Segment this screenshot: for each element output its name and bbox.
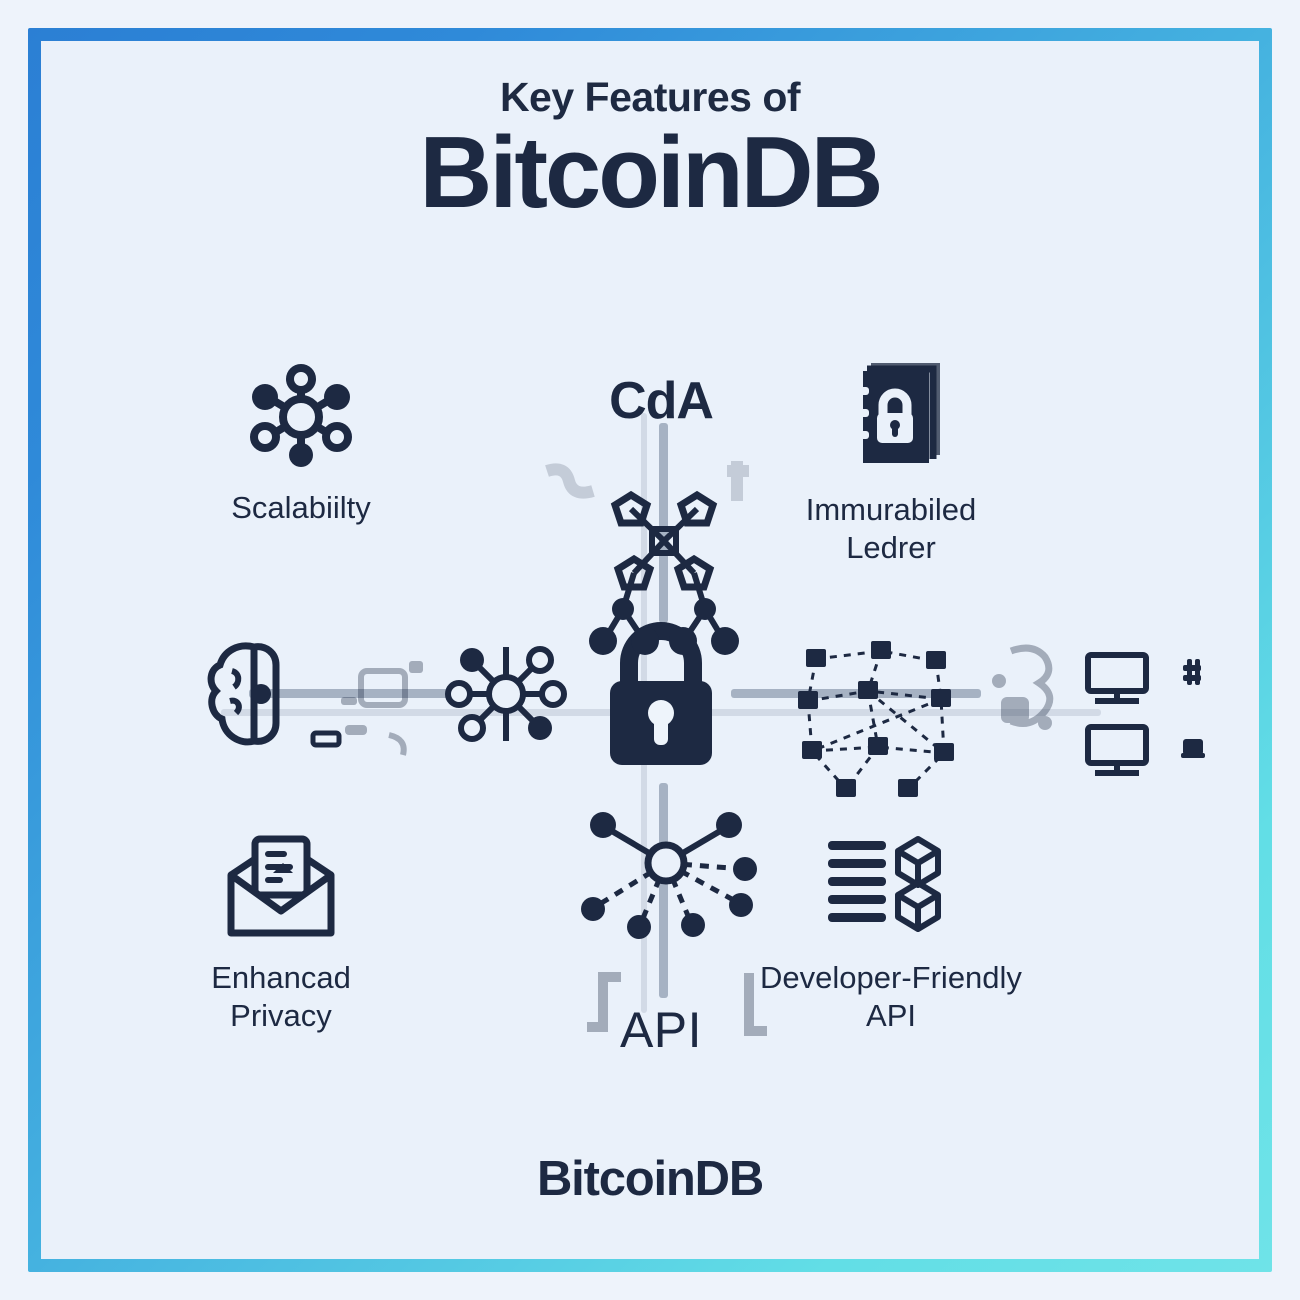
feature-immutable-ledger[interactable]: Immurabiled Ledrer bbox=[741, 363, 1041, 567]
ghost-chip-artifact bbox=[309, 725, 355, 756]
radial-node-burst-icon bbox=[571, 811, 761, 986]
poster-canvas: Key Features of BitcoinDB bbox=[41, 41, 1259, 1259]
feature-label: Developer-Friendly API bbox=[760, 960, 1022, 1033]
feature-label: Scalabiilty bbox=[231, 490, 371, 525]
ghost-squiggle-top-right bbox=[721, 455, 781, 520]
title-main: BitcoinDB bbox=[419, 117, 883, 229]
ghost-node-artifact-left bbox=[331, 653, 441, 768]
connector-horizontal-right bbox=[731, 689, 981, 698]
artifact-text-api: API bbox=[619, 1002, 703, 1058]
brain-outline-icon bbox=[206, 641, 292, 756]
connector-horizontal-ghost bbox=[221, 709, 1101, 716]
radial-node-network-icon bbox=[431, 619, 581, 774]
page-title: Key Features of BitcoinDB bbox=[41, 74, 1259, 229]
ghost-blob-artifact-right bbox=[971, 637, 1081, 792]
feature-label: Immurabiled Ledrer bbox=[805, 492, 977, 565]
title-eyebrow: Key Features of bbox=[499, 74, 801, 120]
monitor-icon bbox=[1083, 651, 1151, 712]
padlock-icon bbox=[596, 611, 726, 786]
code-lines-cubes-icon bbox=[741, 831, 1041, 943]
connector-vertical-ghost bbox=[641, 413, 647, 1013]
small-node-artifact-far-right bbox=[1175, 657, 1215, 772]
connector-vertical-top bbox=[659, 423, 668, 623]
connector-vertical-bottom bbox=[659, 783, 668, 998]
monitor-icon-secondary bbox=[1083, 723, 1151, 784]
gradient-border-frame: Key Features of BitcoinDB bbox=[28, 28, 1272, 1272]
feature-scalability[interactable]: Scalabiilty bbox=[151, 361, 451, 527]
open-envelope-document-icon bbox=[131, 831, 431, 943]
locked-ledger-book-icon bbox=[741, 363, 1041, 475]
node-tree-icon bbox=[589, 461, 739, 666]
feature-label: Enhancad Privacy bbox=[211, 960, 351, 1033]
hub-spoke-network-icon bbox=[151, 361, 451, 473]
footer-brand: BitcoinDB bbox=[536, 1152, 764, 1206]
feature-enhanced-privacy[interactable]: Enhancad Privacy bbox=[131, 831, 431, 1035]
dashed-mesh-network-icon bbox=[786, 629, 981, 814]
ghost-bracket-bottom-left bbox=[581, 971, 641, 1046]
ghost-bracket-bottom-right bbox=[731, 969, 781, 1046]
ghost-squiggle-top-left bbox=[541, 459, 611, 524]
artifact-text-top: CdA bbox=[609, 372, 714, 430]
feature-developer-friendly-api[interactable]: Developer-Friendly API bbox=[741, 831, 1041, 1035]
connector-horizontal-left bbox=[249, 689, 461, 698]
